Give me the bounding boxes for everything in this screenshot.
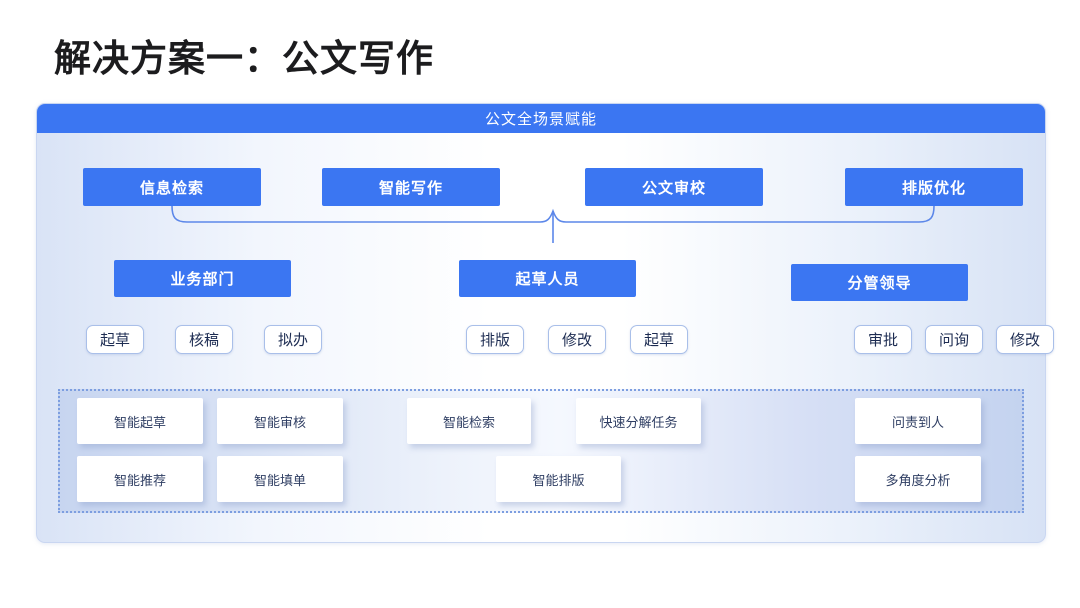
task-chip: 审批 [854,325,913,354]
ai-features-area: 智能起草 智能审核 智能检索 快速分解任务 问责到人 智能推荐 智能填单 智能排… [58,389,1024,513]
feature-card-smart-draft: 智能起草 [77,398,203,444]
capability-doc-proofread: 公文审校 [585,168,763,206]
task-chip: 拟办 [264,325,323,354]
solution-panel: 公文全场景赋能 信息检索 智能写作 公文审校 排版优化 业务部门 起草人员 分管… [36,103,1055,543]
panel-header: 公文全场景赋能 [37,104,1045,133]
task-chips-drafting-staff: 排版 修改 起草 [466,325,689,354]
task-chips-business-dept: 起草 核稿 拟办 [86,325,323,354]
task-chip: 修改 [996,325,1055,354]
feature-card-accountability: 问责到人 [855,398,981,444]
capability-layout-optimize: 排版优化 [845,168,1023,206]
feature-card-task-breakdown: 快速分解任务 [576,398,701,444]
task-chip: 起草 [630,325,689,354]
feature-card-smart-recommend: 智能推荐 [77,456,203,502]
task-chip: 修改 [548,325,607,354]
role-business-dept: 业务部门 [114,260,291,297]
capability-info-retrieval: 信息检索 [83,168,261,206]
task-chip: 起草 [86,325,145,354]
feature-card-smart-layout: 智能排版 [496,456,621,502]
page-title: 解决方案一：公文写作 [54,38,434,79]
role-leader-in-charge: 分管领导 [791,264,968,301]
capability-smart-writing: 智能写作 [322,168,500,206]
task-chips-leader: 审批 问询 修改 [854,325,1055,354]
feature-card-smart-search: 智能检索 [407,398,531,444]
feature-card-smart-review: 智能审核 [217,398,343,444]
task-chip: 排版 [466,325,525,354]
feature-card-multi-angle-analysis: 多角度分析 [855,456,981,502]
task-chip: 核稿 [175,325,234,354]
role-drafting-staff: 起草人员 [459,260,636,297]
feature-card-smart-form-fill: 智能填单 [217,456,343,502]
task-chip: 问询 [925,325,984,354]
